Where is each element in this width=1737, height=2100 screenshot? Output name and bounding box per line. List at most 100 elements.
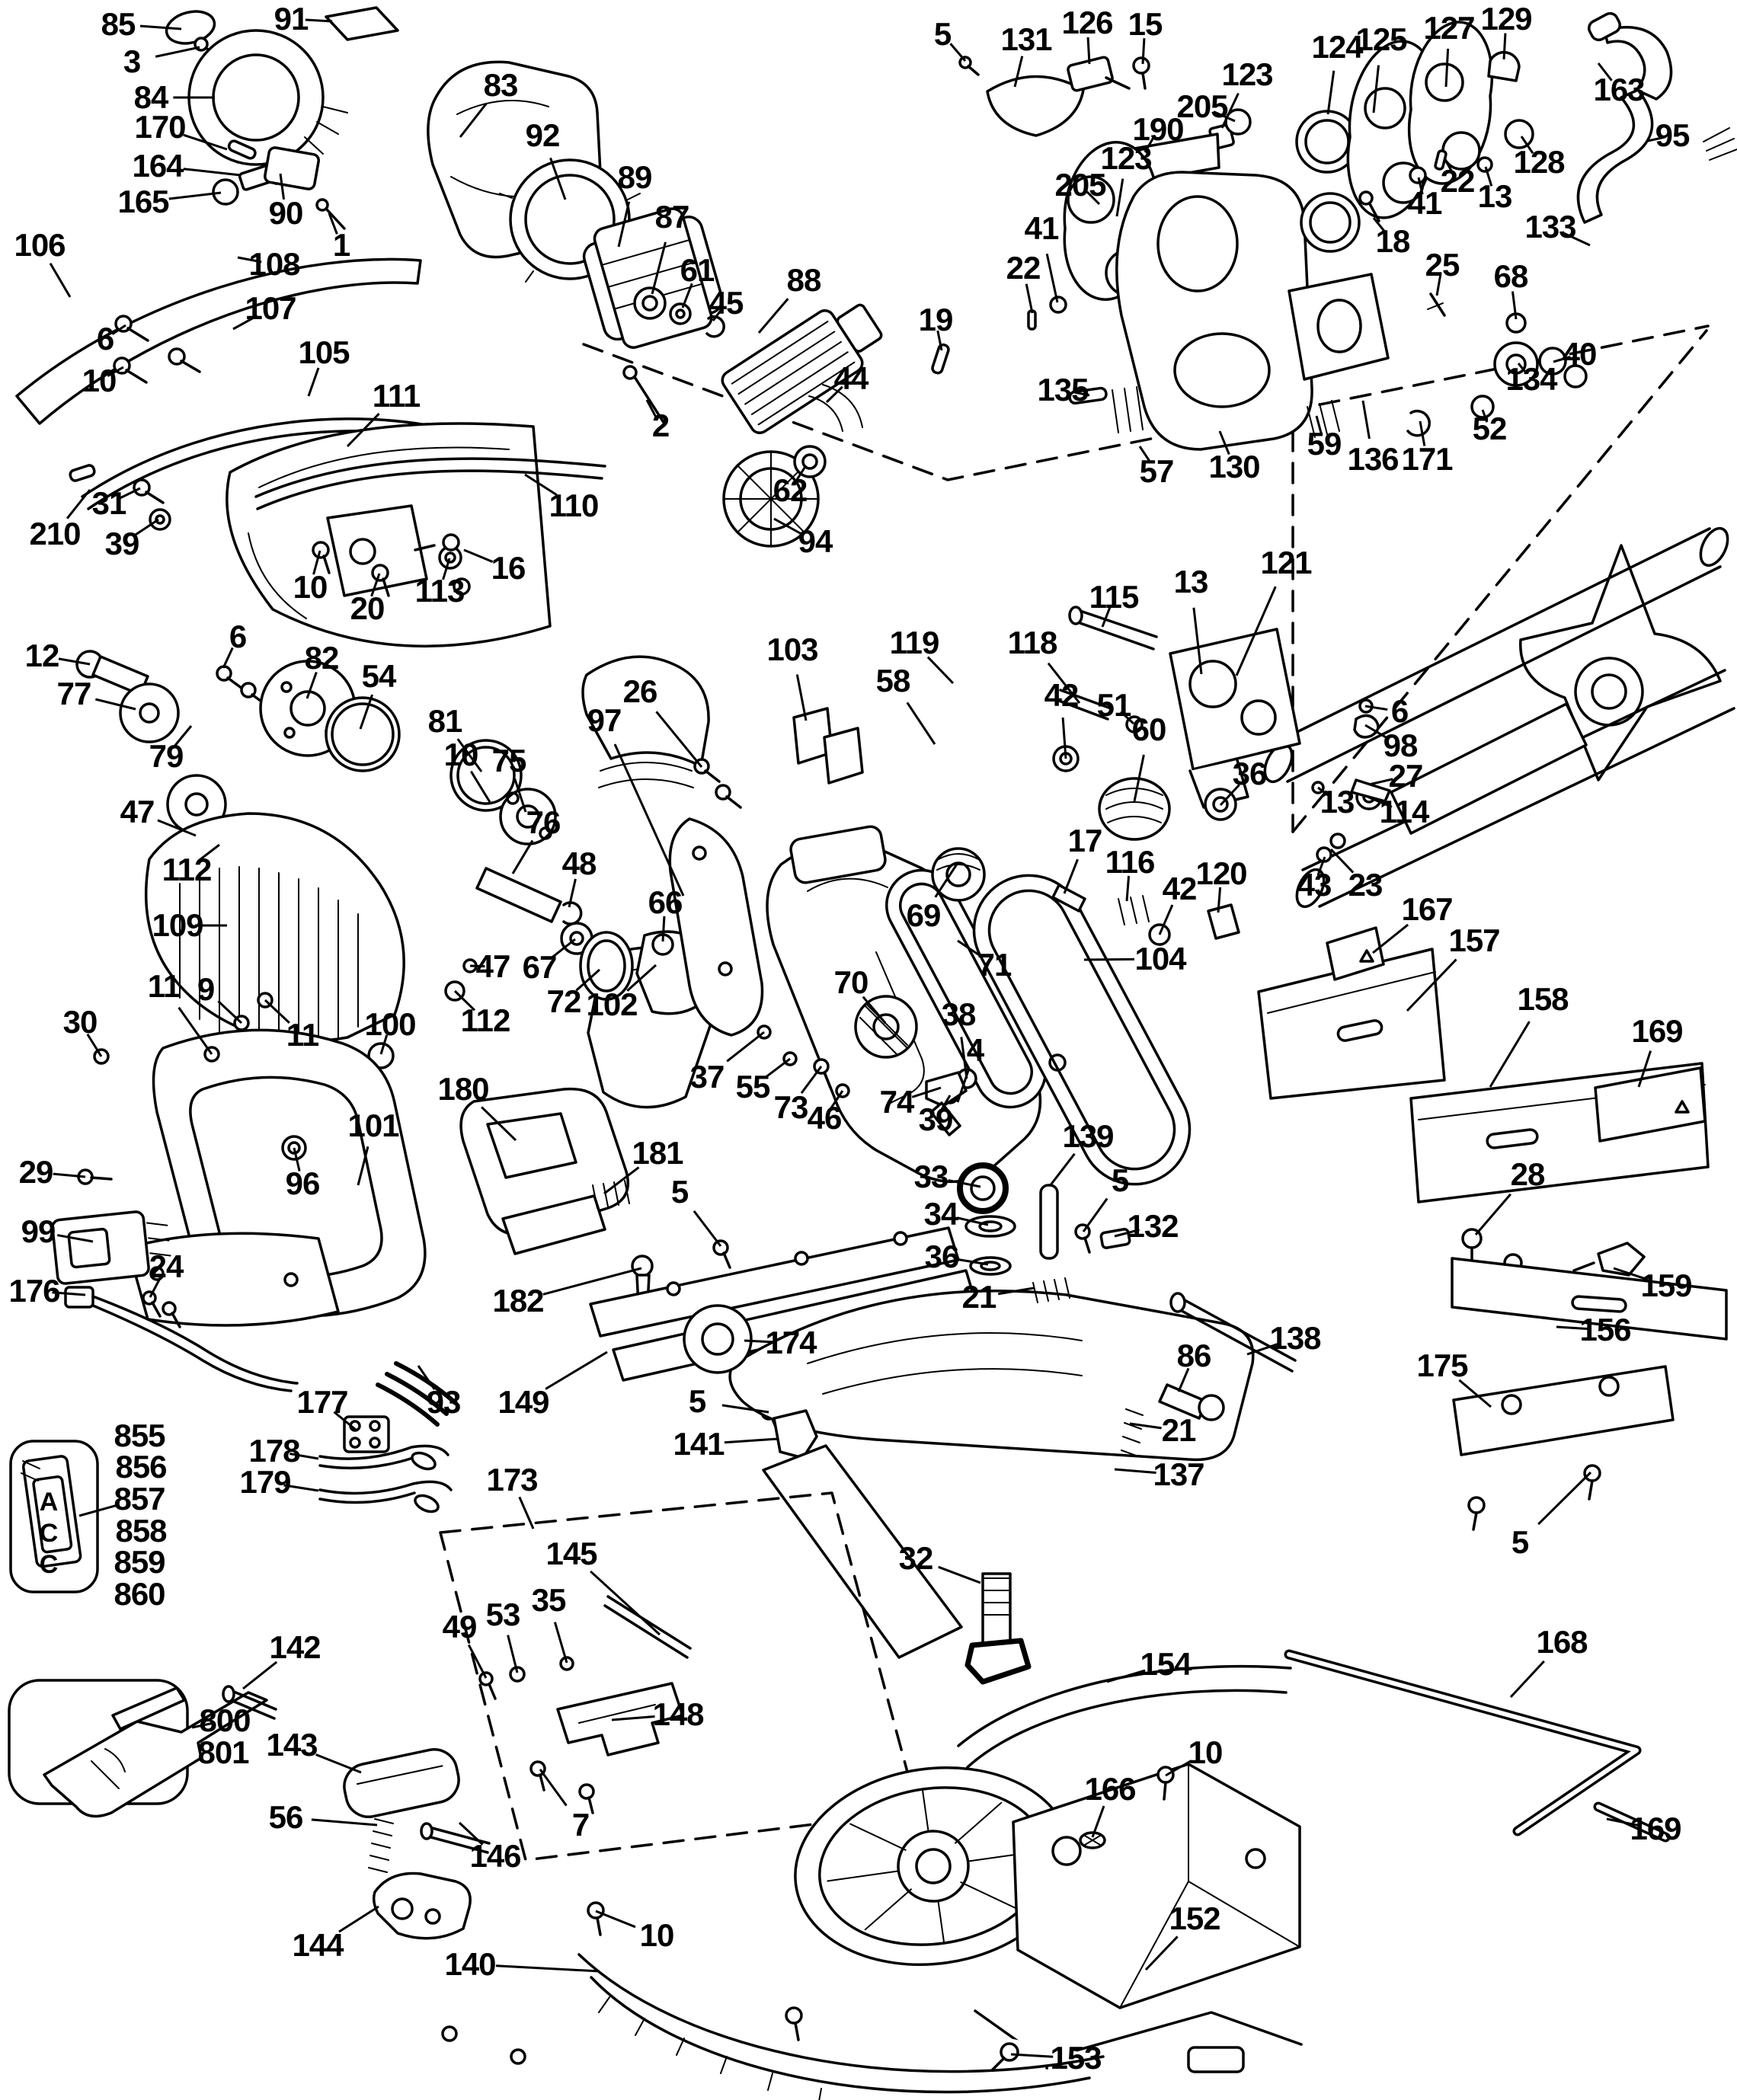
leader-line-124 — [1326, 70, 1336, 115]
leader-line-34 — [957, 1216, 989, 1226]
callout-label-13: 13 — [1173, 564, 1209, 599]
callout-label-149: 149 — [497, 1384, 549, 1420]
callout-label-106: 106 — [14, 227, 66, 263]
callout-label-19: 19 — [918, 302, 954, 337]
callout-label-859: 859 — [114, 1544, 165, 1580]
callout-label-81: 81 — [427, 703, 463, 739]
callout-label-99: 99 — [21, 1213, 56, 1249]
callout-label-130: 130 — [1208, 449, 1260, 484]
callout-label-135: 135 — [1037, 372, 1089, 408]
leader-line-9 — [217, 1000, 243, 1024]
leader-line-159 — [1613, 1267, 1649, 1281]
callout-label-92: 92 — [525, 117, 561, 153]
leader-line-130 — [1218, 430, 1230, 455]
callout-label-10: 10 — [639, 1917, 675, 1953]
callout-label-173: 173 — [486, 1462, 538, 1497]
callout-label-21: 21 — [1161, 1412, 1197, 1448]
callout-label-138: 138 — [1269, 1320, 1321, 1356]
leader-line-81 — [456, 738, 483, 772]
callout-label-4: 4 — [966, 1032, 984, 1068]
callout-label-137: 137 — [1153, 1456, 1204, 1492]
callout-label-11: 11 — [147, 968, 181, 1004]
callout-label-60: 60 — [1131, 711, 1167, 747]
callout-label-90: 90 — [268, 195, 304, 231]
leader-line-55 — [765, 1057, 791, 1079]
leader-line-33 — [948, 1179, 981, 1188]
callout-label-41: 41 — [1024, 210, 1060, 246]
callout-label-126: 126 — [1061, 5, 1113, 40]
leader-line-140 — [495, 1964, 600, 1973]
callout-label-123: 123 — [1221, 56, 1273, 92]
leader-line-177 — [333, 1411, 357, 1431]
callout-label-6: 6 — [1390, 693, 1409, 729]
leader-line-142 — [242, 1661, 278, 1690]
callout-label-32: 32 — [898, 1540, 934, 1576]
leader-line-167 — [1372, 923, 1409, 954]
acc-switch-label: ACC — [39, 1488, 59, 1579]
leader-line-47 — [469, 964, 485, 968]
leader-line-21 — [1129, 1422, 1162, 1430]
leader-line-181 — [603, 1166, 640, 1195]
leader-line-39 — [133, 518, 159, 537]
callout-label-125: 125 — [1355, 21, 1407, 57]
rail-carriage-group — [1052, 526, 1735, 909]
callout-label-21: 21 — [961, 1279, 997, 1315]
leader-line-116 — [1125, 875, 1131, 902]
leader-line-85 — [139, 24, 182, 30]
callout-label-107: 107 — [245, 290, 296, 326]
callout-label-51: 51 — [1096, 687, 1132, 723]
callout-label-142: 142 — [269, 1629, 321, 1665]
leader-line-138 — [1246, 1342, 1279, 1356]
leader-line-58 — [906, 702, 936, 745]
callout-label-38: 38 — [941, 996, 977, 1032]
leader-line-112 — [197, 843, 220, 862]
callout-label-87: 87 — [654, 199, 690, 235]
leader-line-53 — [507, 1635, 519, 1673]
callout-label-154: 154 — [1140, 1646, 1192, 1682]
callout-label-11: 11 — [286, 1017, 319, 1053]
callout-label-118: 118 — [1007, 625, 1058, 660]
leader-line-166 — [1091, 1805, 1105, 1838]
leader-line-45 — [712, 308, 723, 321]
leader-line-6 — [111, 324, 126, 335]
leader-line-210 — [66, 489, 91, 519]
callout-label-25: 25 — [1425, 247, 1460, 283]
callout-label-158: 158 — [1517, 981, 1569, 1017]
leader-line-119 — [926, 656, 955, 685]
callout-label-56: 56 — [268, 1799, 304, 1835]
callout-label-800: 800 — [199, 1702, 251, 1738]
leader-line-132 — [1114, 1229, 1140, 1238]
callout-label-210: 210 — [29, 516, 81, 551]
callout-label-35: 35 — [531, 1582, 567, 1618]
callout-label-24: 24 — [149, 1248, 184, 1284]
callout-label-93: 93 — [426, 1384, 462, 1420]
callout-label-91: 91 — [274, 1, 309, 37]
callout-label-72: 72 — [546, 983, 582, 1019]
arbor-hardware-group — [75, 650, 523, 855]
leader-line-11 — [178, 1006, 213, 1055]
leader-line-125 — [1372, 65, 1380, 113]
leader-line-22 — [1443, 158, 1454, 174]
leader-line-27 — [1368, 778, 1393, 786]
callout-label-71: 71 — [977, 947, 1012, 983]
leader-line-129 — [1502, 33, 1507, 60]
callout-label-123: 123 — [1100, 140, 1152, 176]
leader-line-24 — [149, 1277, 162, 1298]
callout-label-133: 133 — [1524, 209, 1576, 245]
leader-line-6 — [1364, 705, 1388, 711]
leader-line-180 — [481, 1106, 517, 1142]
leader-line-42 — [1061, 717, 1067, 759]
callout-label-47: 47 — [475, 948, 511, 984]
leader-line-35 — [553, 1622, 568, 1664]
callout-label-134: 134 — [1505, 361, 1557, 397]
leader-line-168 — [1509, 1660, 1545, 1699]
callout-label-112: 112 — [460, 1002, 511, 1038]
callout-label-86: 86 — [1176, 1338, 1212, 1373]
section-dash-line — [1291, 329, 1708, 833]
leader-line-148 — [611, 1715, 655, 1721]
leader-line-110 — [524, 473, 558, 496]
callout-label-205: 205 — [1054, 167, 1106, 203]
leader-line-10 — [107, 366, 124, 378]
callout-label-62: 62 — [773, 472, 808, 508]
callout-label-84: 84 — [133, 79, 169, 115]
